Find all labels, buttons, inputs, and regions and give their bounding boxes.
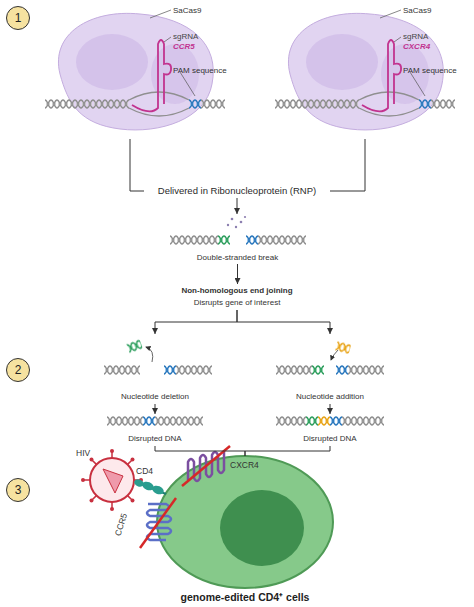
- bracket-line: [330, 139, 365, 191]
- callout-number: 3: [6, 478, 30, 502]
- cd4-cell: [157, 456, 333, 588]
- node-text: Delivered in Ribonucleoprotein (RNP): [144, 184, 330, 198]
- callout-number: 1: [6, 6, 30, 30]
- bracket-line: [155, 446, 245, 456]
- cxcr4-receptor: [182, 446, 230, 486]
- edited-cell: genome-edited CD4⁺ cells: [155, 456, 335, 606]
- node-text: Disrupted DNA: [265, 434, 395, 444]
- disrupted-dna: Disrupted DNA: [90, 414, 220, 446]
- flow-arrow: [237, 310, 330, 334]
- node-text: sgRNA CCR5: [173, 32, 211, 51]
- rnp-complex: SaCas9sgRNA CCR5PAM sequence: [40, 4, 220, 139]
- node-text: PAM sequence: [403, 66, 463, 76]
- part-label: CD4: [136, 467, 153, 477]
- disrupted-dna: Disrupted DNA: [265, 414, 395, 446]
- node-text: Disrupted DNA: [90, 434, 220, 444]
- addition-step: Nucleotide addition: [265, 334, 395, 404]
- step-label: Delivered in Ribonucleoprotein (RNP): [144, 184, 330, 198]
- node-text: Disrupts gene of interest: [137, 298, 337, 308]
- node-text: sgRNA CXCR4: [403, 32, 441, 51]
- rnp-complex: SaCas9 sgRNA CXCR4PAM sequence: [270, 4, 460, 139]
- rnp-fragments: [227, 216, 246, 228]
- flow-arrow: [155, 310, 237, 334]
- part-label: CXCR4: [230, 461, 259, 471]
- flow-arrow: [237, 198, 238, 214]
- callout-number: 2: [6, 358, 30, 382]
- node-text: SaCas9: [403, 6, 463, 16]
- leader-line: [150, 10, 425, 96]
- node-text: Nucleotide addition: [265, 392, 395, 402]
- deletion-step: Nucleotide deletion: [90, 334, 220, 404]
- part-label: CCR5: [113, 512, 129, 537]
- dna-break: [170, 234, 306, 246]
- cell-nucleus: [220, 490, 304, 566]
- flow-arrow: [155, 404, 156, 414]
- flow-arrow: [330, 404, 331, 414]
- flow-arrow: [237, 264, 238, 284]
- bracket-line: [245, 446, 330, 456]
- node-text: Non-homologous end joining: [137, 286, 337, 296]
- part-label: HIV: [76, 449, 90, 459]
- ccr5-receptor: [140, 498, 176, 548]
- dna-addition: [276, 340, 384, 376]
- dna-break-step: Double-stranded break: [165, 214, 310, 264]
- node-text: PAM sequence: [173, 66, 233, 76]
- cd4-receptor: [133, 478, 166, 496]
- bracket-line: [130, 139, 144, 191]
- hiv-virion: [81, 449, 143, 511]
- node-text: SaCas9: [173, 6, 233, 16]
- figure-caption: genome-edited CD4⁺ cells: [155, 591, 335, 604]
- node-text: Nucleotide deletion: [90, 392, 220, 402]
- dna-disrupted: [107, 415, 384, 427]
- node-text: Double-stranded break: [165, 253, 310, 263]
- dna-deletion: [104, 338, 212, 376]
- nhej-step: Non-homologous end joiningDisrupts gene …: [137, 284, 337, 310]
